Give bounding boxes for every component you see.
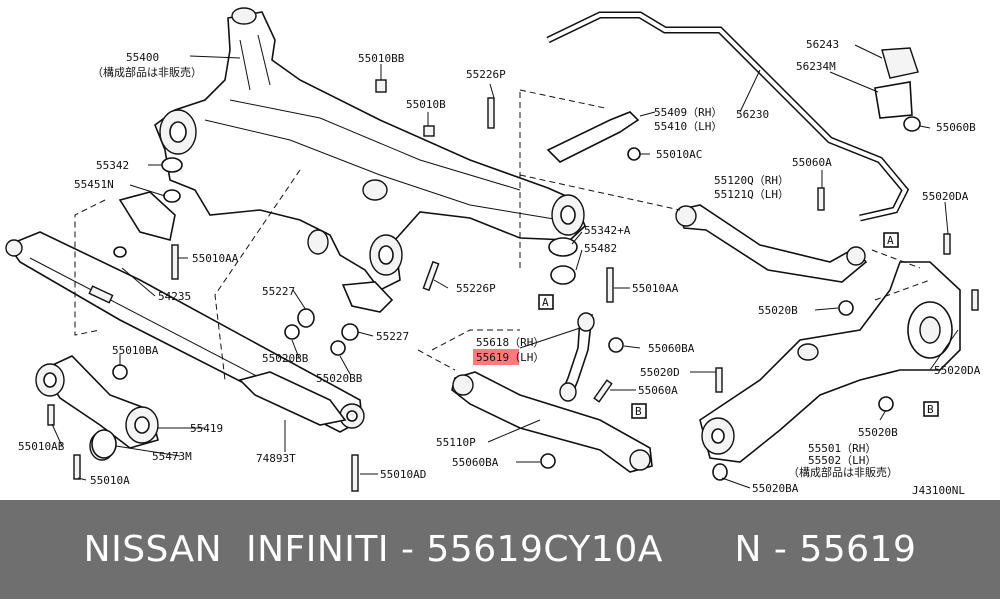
label-55020DA-b: 55020DA: [934, 364, 981, 377]
label-55451N: 55451N: [74, 178, 114, 191]
label-55020B-a: 55020B: [758, 304, 798, 317]
leader-lines: [51, 44, 959, 489]
label-54235: 54235: [158, 290, 191, 303]
label-55473M: 55473M: [152, 450, 192, 463]
label-56230: 56230: [736, 108, 769, 121]
label-55020B-b: 55020B: [858, 426, 898, 439]
reference-markers: A A B B: [538, 232, 939, 419]
ref-A-2: A: [887, 234, 894, 247]
link-74893T: [238, 371, 347, 426]
label-55060BA-a: 55060BA: [648, 342, 695, 355]
footer-part-number-text: NISSAN INFINITI - 55619CY10A N - 55619: [83, 529, 917, 570]
link-55619: [559, 312, 595, 402]
label-55120Q: 55120Q（RH）: [714, 174, 789, 187]
label-56243: 56243: [806, 38, 839, 51]
label-55010AC: 55010AC: [656, 148, 702, 161]
label-55020BB-b: 55020BB: [316, 372, 363, 385]
label-55010AA-mid: 55010AA: [632, 282, 679, 295]
label-55227-b: 55227: [376, 330, 409, 343]
label-55110P: 55110P: [436, 436, 476, 449]
label-55501: 55501（RH）: [808, 442, 876, 455]
highlight-55619: [473, 349, 519, 365]
label-55502: 55502（LH）: [808, 454, 876, 467]
axle-housing-55501: [699, 261, 961, 463]
label-55410: 55410（LH）: [654, 120, 722, 133]
ref-A-1: A: [542, 296, 549, 309]
lower-arm-55110P: [451, 371, 653, 473]
label-55502-note: （構成部品は非販売）: [788, 465, 898, 479]
label-55060B: 55060B: [936, 121, 976, 134]
label-55010AB: 55010AB: [18, 440, 65, 453]
rear-suspension-diagram: A A B B 55400 （構成部品は非販売） 55010BB 55226P …: [5, 7, 981, 497]
guide-lines: [74, 89, 931, 381]
label-55482: 55482: [584, 242, 617, 255]
label-55419: 55419: [190, 422, 223, 435]
label-55020BA: 55020BA: [752, 482, 799, 495]
label-55342A: 55342+A: [584, 224, 631, 237]
label-55226P-mid: 55226P: [456, 282, 496, 295]
upper-arm-55120Q: [675, 204, 868, 283]
connecting-rod-55409: [546, 111, 640, 163]
label-55227-a: 55227: [262, 285, 295, 298]
label-55010B: 55010B: [406, 98, 446, 111]
part-number-footer: NISSAN INFINITI - 55619CY10A N - 55619: [0, 500, 1000, 599]
label-56234M: 56234M: [796, 60, 836, 73]
label-55060A-b: 55060A: [638, 384, 678, 397]
label-55010AA-left: 55010AA: [192, 252, 239, 265]
label-55618: 55618（RH）: [476, 336, 544, 349]
label-55060BA-b: 55060BA: [452, 456, 499, 469]
label-55020BB-a: 55020BB: [262, 352, 309, 365]
label-55010AD: 55010AD: [380, 468, 426, 481]
fasteners: [47, 79, 979, 492]
label-55400: 55400: [126, 51, 159, 64]
label-55020DA-top: 55020DA: [922, 190, 969, 203]
part-labels: 55400 （構成部品は非販売） 55010BB 55226P 55010B 5…: [18, 38, 981, 497]
label-55010A: 55010A: [90, 474, 130, 487]
suspension-member-55400: [154, 7, 586, 313]
label-55619: 55619（LH）: [476, 351, 544, 364]
figure-code: J43100NL: [912, 484, 965, 497]
ref-B-2: B: [927, 403, 934, 416]
label-55226P-top: 55226P: [466, 68, 506, 81]
label-55010BB: 55010BB: [358, 52, 405, 65]
label-55020D: 55020D: [640, 366, 680, 379]
label-55400-note: （構成部品は非販売）: [92, 65, 202, 79]
label-55409: 55409（RH）: [654, 106, 722, 119]
label-55010BA: 55010BA: [112, 344, 159, 357]
label-55060A-top: 55060A: [792, 156, 832, 169]
label-74893T: 74893T: [256, 452, 296, 465]
label-55342: 55342: [96, 159, 129, 172]
ref-B-1: B: [635, 405, 642, 418]
label-55121Q: 55121Q（LH）: [714, 188, 789, 201]
